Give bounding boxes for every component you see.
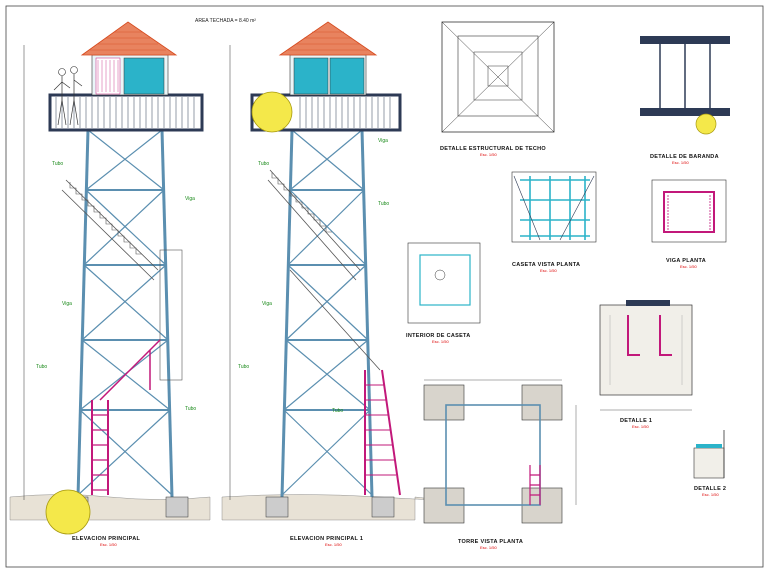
area-label: AREA TECHADA = 8.40 m² — [195, 18, 256, 24]
tower-plan-view: TORRE VISTA PLANTA Esc. 1/50 — [423, 379, 577, 550]
elev1-title: ELEVACION PRINCIPAL — [72, 536, 140, 542]
roof — [80, 21, 178, 56]
tube-label-3: Tubo — [185, 406, 196, 412]
viga-label-3: Viga — [378, 138, 388, 144]
caseta-title: CASETA VISTA PLANTA — [512, 262, 580, 268]
sheet-border — [5, 5, 764, 568]
detalle2-title: DETALLE 2 — [694, 486, 726, 492]
tube-label: Tubo — [52, 161, 63, 167]
detail-callout-2 — [251, 91, 293, 133]
tube-label-6: Tubo — [238, 364, 249, 370]
cabin-plan-view: CASETA VISTA PLANTA Esc. 1/50 — [511, 171, 597, 273]
tube-label-2: Tubo — [36, 364, 47, 370]
baranda-scale: Esc. 1/50 — [672, 160, 689, 165]
railing-detail: DETALLE DE BARANDA Esc. 1/50 — [640, 36, 730, 165]
beam-plan-view: VIGA PLANTA Esc. 1/50 — [651, 179, 727, 269]
cabin-interior: INTERIOR DE CASETA Esc. 1/50 — [406, 242, 481, 344]
tube-label-4: Tubo — [258, 161, 269, 167]
caseta-scale: Esc. 1/50 — [540, 268, 557, 273]
viga-label: Viga — [185, 196, 195, 202]
interior-title: INTERIOR DE CASETA — [406, 333, 471, 339]
elev2-scale: Esc. 1/50 — [325, 542, 342, 547]
tube-label-5: Tubo — [378, 201, 389, 207]
torre-title: TORRE VISTA PLANTA — [458, 539, 523, 545]
viga-title: VIGA PLANTA — [666, 258, 706, 264]
viga-scale: Esc. 1/50 — [680, 264, 697, 269]
tube-label-7: Tubo — [332, 408, 343, 414]
elevation-principal-1: Tubo Viga Tubo Viga Tubo Tubo ELEVACION … — [221, 21, 432, 547]
elevation-principal: AREA TECHADA = 8.40 m² Tubo Viga Viga Tu… — [9, 18, 256, 547]
torre-scale: Esc. 1/50 — [480, 545, 497, 550]
elev2-title: ELEVACION PRINCIPAL 1 — [290, 536, 363, 542]
techo-title: DETALLE ESTRUCTURAL DE TECHO — [440, 146, 546, 152]
cabin-window — [123, 57, 165, 95]
footing-detail-1: DETALLE 1 Esc. 1/50 — [599, 300, 693, 429]
detalle2-scale: Esc. 1/50 — [702, 492, 719, 497]
detail-callout-1 — [45, 489, 91, 535]
detalle1-title: DETALLE 1 — [620, 418, 652, 424]
detalle1-scale: Esc. 1/50 — [632, 424, 649, 429]
roof-structure-detail: DETALLE ESTRUCTURAL DE TECHO Esc. 1/50 — [440, 21, 555, 157]
interior-scale: Esc. 1/50 — [432, 339, 449, 344]
baranda-title: DETALLE DE BARANDA — [650, 154, 719, 160]
elev1-scale: Esc. 1/50 — [100, 542, 117, 547]
techo-scale: Esc. 1/50 — [480, 152, 497, 157]
viga-label-2: Viga — [62, 301, 72, 307]
railing — [48, 93, 204, 132]
viga-label-4: Viga — [262, 301, 272, 307]
footing-detail-2: DETALLE 2 Esc. 1/50 — [693, 430, 726, 497]
